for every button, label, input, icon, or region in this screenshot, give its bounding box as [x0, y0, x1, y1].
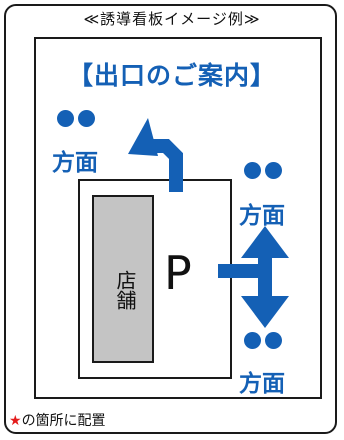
direction-dots-upper-left [57, 110, 95, 127]
exit-arrow-right-shaft [258, 246, 272, 310]
direction-dots-right-lower [244, 332, 282, 349]
placement-footnote: ★の箇所に配置 [9, 410, 106, 430]
direction-label-right-lower: 方面 [239, 371, 285, 397]
footnote-text: の箇所に配置 [21, 413, 106, 429]
sign-frame [4, 4, 337, 434]
sign-example-title: ≪誘導看板イメージ例≫ [83, 10, 261, 28]
exit-arrow-down-head [241, 296, 289, 328]
exit-arrow-upper-left-head [128, 118, 158, 156]
parking-lot-outline [78, 179, 232, 379]
parking-label: P [164, 246, 192, 300]
exit-arrow-up-head [241, 226, 289, 258]
exit-arrow-right-stem [218, 264, 264, 278]
exit-guide-header: 【出口のご案内】 [67, 61, 276, 90]
direction-label-right-upper: 方面 [239, 203, 285, 229]
star-icon: ★ [9, 413, 22, 429]
store-building [92, 195, 154, 363]
direction-dots-right-upper [244, 162, 282, 179]
direction-label-upper-left: 方面 [52, 150, 98, 176]
sign-board [34, 37, 322, 399]
store-label: 店舗 [113, 270, 137, 310]
